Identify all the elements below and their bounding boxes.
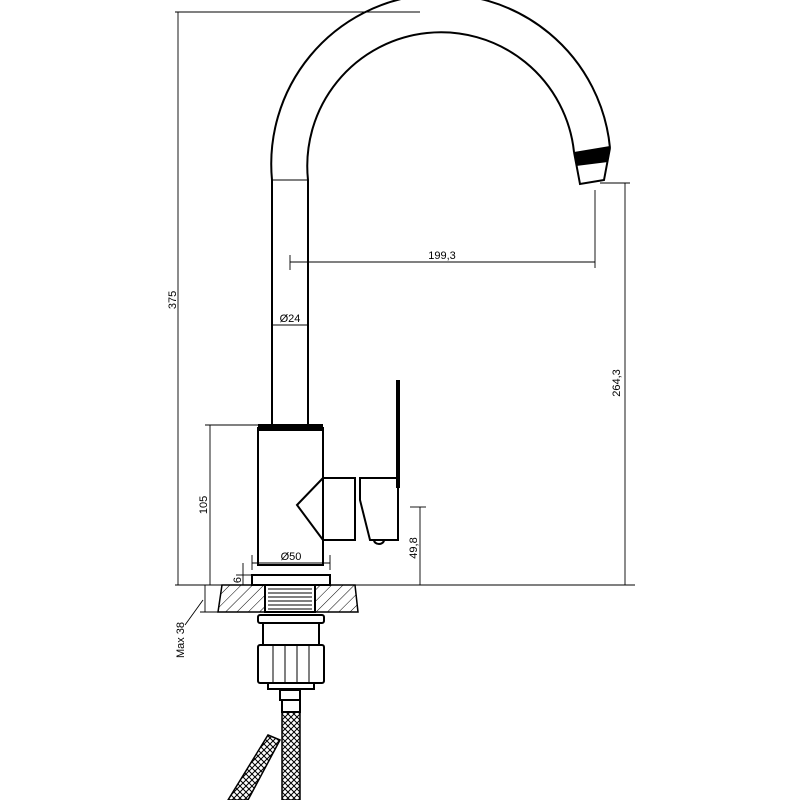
dim-handle-height: 49,8 <box>408 537 420 558</box>
spout <box>270 0 611 425</box>
countertop <box>217 584 359 613</box>
dim-flange-thickness: 6 <box>232 577 244 583</box>
supply-hoses <box>227 711 301 800</box>
dim-spout-diameter: Ø24 <box>280 313 301 325</box>
dim-spout-reach: 199,3 <box>428 250 456 262</box>
dim-max-counter-thickness: Max 38 <box>175 622 187 658</box>
dim-body-height: 105 <box>198 496 210 514</box>
dim-base-diameter: Ø50 <box>281 551 302 563</box>
dimension-lines <box>175 11 635 626</box>
mounting-nut <box>257 614 325 713</box>
dim-total-height: 375 <box>167 291 179 309</box>
faucet-body <box>251 380 400 586</box>
dim-spout-height: 264,3 <box>611 369 623 397</box>
